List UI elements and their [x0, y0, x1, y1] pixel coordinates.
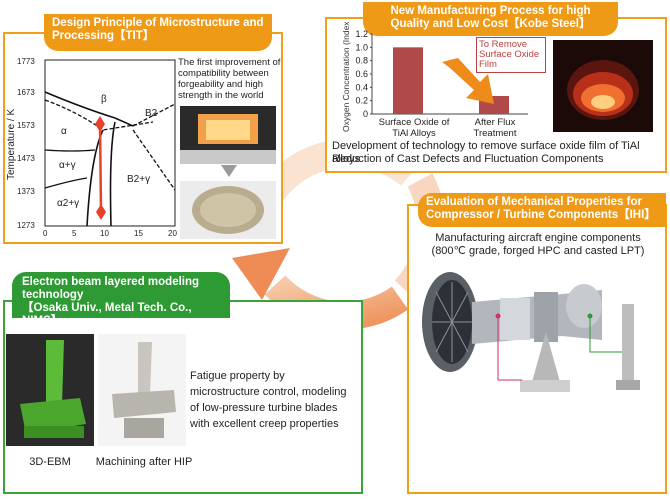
xtick: 20 — [168, 229, 177, 238]
furnace-photo — [553, 40, 653, 132]
kobe-desc-1: Development of technology to remove surf… — [332, 140, 640, 165]
route-marker — [96, 204, 106, 220]
chart-ytick: 0 — [363, 109, 368, 119]
kobe-title: New Manufacturing Process for high Quali… — [363, 2, 618, 36]
ihi-desc: Manufacturing aircraft engine components — [435, 232, 641, 244]
tit-title: Design Principle of Microstructure and P… — [44, 14, 272, 51]
route-line — [98, 121, 103, 213]
ihi-title: Evaluation of Mechanical Properties for … — [418, 193, 666, 227]
chart-category-label: After Flux Treatment — [473, 117, 517, 139]
forging-photo — [180, 106, 276, 164]
xtick: 10 — [100, 229, 109, 238]
phase-xticks: 0 5 10 15 20 — [43, 229, 177, 238]
ebm-affiliation: 【Osaka Univ., Metal Tech. Co., NIMS】 — [22, 302, 192, 327]
down-arrow-icon — [221, 165, 237, 177]
boundary-line — [132, 103, 176, 127]
ytick: 1773 — [17, 57, 35, 66]
oxide-bar-chart: Oxygen Concentration (Index), Before Pro… — [341, 22, 528, 132]
boundary-line — [109, 121, 116, 227]
ebm-desc: Fatigue property by microstructure contr… — [190, 370, 347, 430]
phase-label: B2 — [145, 108, 158, 119]
ebm-title-box: Electron beam layered modeling technolog… — [12, 272, 230, 327]
chart-ytick: 0.2 — [355, 96, 368, 106]
phase-label: β — [101, 94, 107, 105]
ebm-label-2: Machining after HIP — [95, 456, 193, 468]
ytick: 1473 — [17, 154, 35, 163]
chart-category-label: Surface Oxide of TiAl Alloys — [378, 117, 450, 139]
ebm-title: Electron beam layered modeling technolog… — [22, 276, 200, 301]
phase-ylabel: Temperature / K — [6, 109, 17, 180]
ebm-label-1: 3D-EBM — [29, 456, 71, 468]
engine-illustration — [422, 272, 640, 392]
chart-ytick: 1.2 — [355, 29, 368, 39]
chart-ytick: 0.4 — [355, 82, 368, 92]
chart-ytick: 0.8 — [355, 56, 368, 66]
orange-arrow-icon — [442, 58, 494, 104]
kobe-desc-2: Reduction of Cast Defects and Fluctuatio… — [332, 153, 604, 165]
chart-ylabel: Oxygen Concentration (Index), Before Pro… — [341, 22, 351, 132]
blade-cone — [532, 332, 560, 382]
cycle-arrowhead — [232, 248, 290, 300]
chart-ytick: 1.0 — [355, 42, 368, 52]
ebm-blade-photo — [6, 334, 94, 446]
phase-label: α — [61, 126, 67, 137]
ytick: 1373 — [17, 187, 35, 196]
boundary-line — [44, 99, 154, 131]
phase-yticks: 1773 1673 1573 1473 1373 1273 — [17, 57, 35, 230]
ingot-photo — [180, 181, 276, 239]
phase-diagram: Temperature / K 1773 1673 1573 1473 1373… — [6, 57, 177, 238]
boundary-line — [44, 177, 88, 189]
phase-label: α2+γ — [57, 198, 79, 209]
chart-bar — [393, 47, 423, 114]
phase-label: B2+γ — [127, 174, 150, 185]
chart-ylabel-text: Oxygen Concentration (Index), Before Pro… — [341, 22, 351, 132]
leader-line — [589, 316, 622, 353]
hip-blade-photo — [98, 334, 186, 446]
boundary-line — [44, 91, 134, 127]
xtick: 5 — [72, 229, 77, 238]
xtick: 0 — [43, 229, 48, 238]
ihi-desc-2: (800℃ grade, forged HPC and casted LPT) — [431, 245, 645, 257]
xtick: 15 — [134, 229, 143, 238]
leader-line — [497, 316, 522, 381]
boundary-line — [44, 149, 96, 152]
ytick: 1273 — [17, 221, 35, 230]
route-marker — [95, 116, 105, 132]
chart-ytick: 0.6 — [355, 69, 368, 79]
phase-label: α+γ — [59, 160, 76, 171]
remove-oxide-annotation: To Remove Surface Oxide Film — [476, 37, 546, 73]
boundary-line — [132, 129, 176, 191]
ytick: 1673 — [17, 88, 35, 97]
ytick: 1573 — [17, 121, 35, 130]
tit-caption: The first improvement of compatibility b… — [178, 57, 281, 101]
